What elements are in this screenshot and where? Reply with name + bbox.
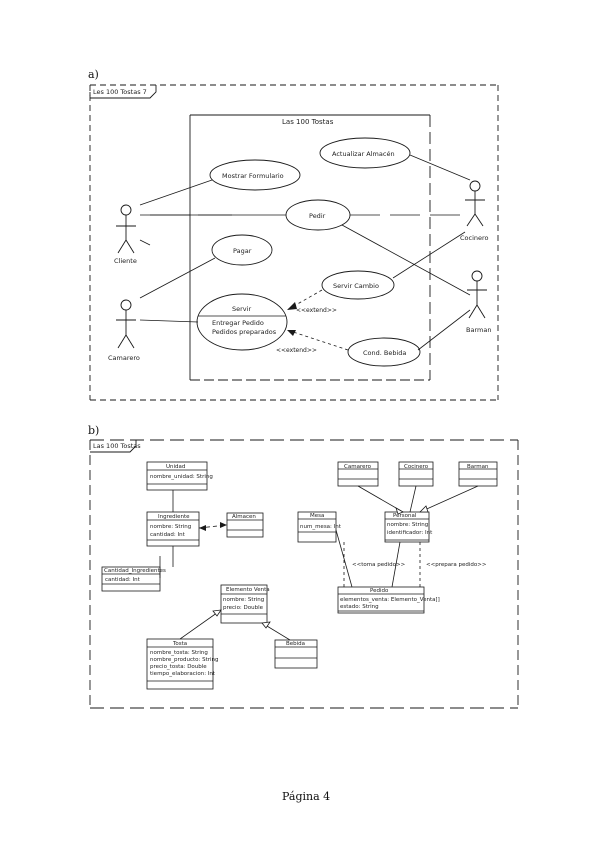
class-attr-personal-1: identificador: Int bbox=[387, 530, 433, 536]
class-name-elemento-venta: Elemento Venta bbox=[226, 587, 270, 593]
class-attr-tosta-2: precio_tosta: Double bbox=[150, 664, 207, 670]
use-case-pagar bbox=[211, 234, 273, 266]
use-case-label-pagar: Pagar bbox=[233, 247, 252, 255]
actor-barman-icon bbox=[467, 270, 487, 319]
class-attr-ingrediente-1: cantidad: Int bbox=[150, 532, 186, 538]
use-case-cond-bebida bbox=[347, 337, 421, 367]
class-ingrediente bbox=[146, 511, 200, 547]
class-attr-pedido-1: estado: String bbox=[340, 604, 379, 610]
relation-label-prepara-pedido: <<prepara pedido>> bbox=[426, 562, 487, 568]
class-relations bbox=[159, 485, 479, 641]
class-name-cocinero: Cocinero bbox=[404, 464, 429, 470]
actor-label-camarero: Camarero bbox=[108, 354, 140, 362]
use-case-diagram: Les 100 Tostas 7 Las 100 Tostas Actualiz… bbox=[89, 84, 499, 401]
use-case-label-pedir: Pedir bbox=[309, 212, 326, 220]
class-name-personal: Personal bbox=[393, 513, 417, 519]
class-attr-ingrediente-0: nombre: String bbox=[150, 524, 191, 530]
class-attr-mesa-0: num_mesa: Int bbox=[300, 524, 342, 530]
use-case-label-actualizar-almacen: Actualizar Almacén bbox=[332, 150, 395, 158]
class-name-ingrediente: Ingrediente bbox=[158, 514, 190, 520]
actor-cocinero-icon bbox=[465, 180, 485, 227]
system-label: Las 100 Tostas bbox=[282, 118, 334, 126]
class-cantidad-ingredientes bbox=[101, 566, 161, 592]
use-case-mostrar-formulario bbox=[209, 159, 301, 191]
section-a-label: a) bbox=[88, 68, 99, 81]
class-attr-elemento-venta-0: nombre: String bbox=[223, 597, 264, 603]
use-case-servir-line-2: Pedidos preparados bbox=[212, 328, 277, 336]
class-barman bbox=[458, 461, 498, 487]
class-name-barman: Barman bbox=[467, 464, 489, 470]
actor-label-cliente: Cliente bbox=[114, 257, 137, 265]
use-case-label-servir-cambio: Servir Cambio bbox=[333, 282, 379, 290]
class-name-almacen: Almacen bbox=[232, 514, 256, 520]
system-boundary bbox=[189, 114, 431, 381]
frame-label-a: Les 100 Tostas 7 bbox=[93, 88, 147, 96]
associations bbox=[139, 154, 471, 351]
use-case-label-mostrar-formulario: Mostrar Formulario bbox=[222, 172, 284, 180]
class-personal bbox=[384, 511, 430, 543]
use-case-servir-cambio bbox=[321, 270, 395, 300]
use-case-label-cond-bebida: Cond. Bebida bbox=[363, 349, 406, 357]
class-attr-personal-0: nombre: String bbox=[387, 522, 428, 528]
class-attr-unidad-0: nombre_unidad: String bbox=[150, 474, 213, 480]
class-bebida bbox=[274, 639, 318, 669]
class-name-unidad: Unidad bbox=[166, 464, 185, 470]
class-unidad bbox=[146, 461, 208, 491]
class-name-camarero: Camarero bbox=[344, 464, 372, 470]
extend-arrowheads bbox=[287, 302, 297, 336]
extend-label-1: <<extend>> bbox=[296, 307, 337, 314]
frame-label-b: Las 100 Tostas bbox=[93, 442, 141, 450]
use-case-label-servir: Servir bbox=[232, 305, 251, 313]
class-camarero bbox=[337, 461, 379, 487]
page-number: Página 4 bbox=[282, 790, 331, 803]
extend-label-2: <<extend>> bbox=[276, 347, 317, 354]
relation-label-toma-pedido: <<toma pedido>> bbox=[352, 562, 406, 568]
class-attr-elemento-venta-1: precio: Double bbox=[223, 605, 264, 611]
actor-camarero-icon bbox=[116, 299, 136, 349]
class-diagram: Las 100 Tostas bbox=[89, 439, 519, 709]
use-case-frame bbox=[89, 84, 499, 401]
class-name-pedido: Pedido bbox=[370, 588, 389, 594]
section-b-label: b) bbox=[88, 424, 100, 437]
class-attr-cantidad-ingredientes-0: cantidad: Int bbox=[105, 577, 141, 583]
class-elemento-venta bbox=[220, 584, 268, 624]
use-case-actualizar-almacen bbox=[319, 137, 411, 169]
class-pedido bbox=[337, 586, 425, 614]
class-name-mesa: Mesa bbox=[310, 513, 324, 519]
class-name-tosta: Tosta bbox=[172, 641, 187, 647]
class-attr-tosta-3: tiempo_elaboracion: Int bbox=[150, 671, 216, 677]
class-attr-pedido-0: elementos_venta: Elemento_Venta[] bbox=[340, 597, 440, 603]
class-name-cantidad-ingredientes: Cantidad_Ingredientes bbox=[104, 568, 166, 574]
extend-relations bbox=[286, 289, 349, 351]
class-almacen bbox=[226, 512, 264, 538]
class-frame bbox=[89, 439, 519, 709]
actor-label-cocinero: Cocinero bbox=[460, 234, 489, 242]
class-arrowheads bbox=[199, 522, 227, 531]
class-name-bebida: Bebida bbox=[286, 641, 305, 647]
class-attr-tosta-1: nombre_producto: String bbox=[150, 657, 219, 663]
class-mesa bbox=[297, 511, 337, 543]
class-attr-tosta-0: nombre_tosta: String bbox=[150, 650, 208, 656]
actor-label-barman: Barman bbox=[466, 326, 491, 334]
actor-cliente-icon bbox=[116, 204, 136, 254]
use-case-servir-line-1: Entregar Pedido bbox=[212, 319, 264, 327]
